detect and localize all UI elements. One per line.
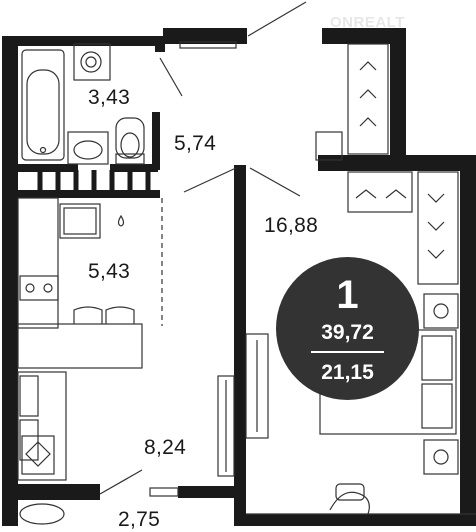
bathtub <box>21 49 65 161</box>
bedroom-wall-right <box>460 155 476 526</box>
toilet-bowl <box>120 132 140 158</box>
wall-door-jamb <box>155 36 165 52</box>
room-area-bedroom: 16,88 <box>264 214 319 237</box>
chair-2 <box>105 306 135 324</box>
balcony-fixture <box>19 503 65 525</box>
partition-wall <box>234 165 246 526</box>
total-area: 39,72 <box>321 321 374 344</box>
stove <box>19 275 59 301</box>
outer-wall-left <box>2 36 18 526</box>
room-area-bathroom: 3,43 <box>88 86 131 109</box>
nightstand-bottom <box>423 439 459 475</box>
washing-machine <box>73 43 111 81</box>
bathtub-inner <box>26 69 60 155</box>
corridor-wall <box>18 190 160 198</box>
window-balcony <box>149 487 179 497</box>
drop-icon <box>117 214 125 227</box>
sofa <box>17 371 67 481</box>
lounge-bottom-wall-right <box>178 486 234 498</box>
top-wall-left <box>2 36 160 46</box>
wardrobe-bedroom-side <box>417 171 459 285</box>
kitchen-counter <box>17 197 59 329</box>
top-wall-right <box>322 28 406 44</box>
living-area: 21,15 <box>321 361 374 384</box>
bottom-wall-right <box>246 514 476 526</box>
chair-1 <box>73 306 103 324</box>
room-area-kitchen: 5,43 <box>88 260 131 283</box>
apartment-summary-badge: 1 39,72 21,15 <box>276 257 419 400</box>
window-top <box>179 41 237 49</box>
dining-table <box>17 323 143 369</box>
divider <box>311 351 384 353</box>
toilet-tank <box>115 117 145 159</box>
lounge-bottom-wall-left <box>18 484 100 500</box>
bathroom-right-wall <box>152 112 160 170</box>
door-hall <box>159 57 183 97</box>
bathroom-bottom-wall <box>18 164 78 172</box>
room-area-balcony: 2,75 <box>118 508 161 531</box>
window-bedroom <box>245 333 269 439</box>
top-wall-mid <box>163 28 247 44</box>
room-area-lounge: 8,24 <box>144 436 187 459</box>
bedroom-wall-top <box>318 155 476 171</box>
door-bedroom-1 <box>183 167 237 193</box>
door-swing-top <box>247 1 307 37</box>
kitchen-sink <box>59 203 101 239</box>
door-balcony <box>99 469 143 495</box>
wardrobe-right <box>347 43 389 155</box>
door-bedroom-2 <box>249 167 301 197</box>
room-count: 1 <box>336 273 359 317</box>
bathroom-sink <box>67 131 109 165</box>
bathtub-drain <box>39 146 47 154</box>
walls <box>2 28 476 526</box>
room-area-hall: 5,74 <box>174 132 217 155</box>
wardrobe-bedroom <box>347 171 413 213</box>
bathroom-bottom-wall-2 <box>110 164 158 172</box>
side-table <box>21 435 55 475</box>
nightstand-top <box>423 293 459 329</box>
vent-grille <box>37 170 151 192</box>
hall-cabinet <box>315 131 343 161</box>
watermark-logo: ONREALT <box>330 14 405 31</box>
wardrobe-wall <box>390 30 406 160</box>
window-lounge <box>217 375 235 477</box>
